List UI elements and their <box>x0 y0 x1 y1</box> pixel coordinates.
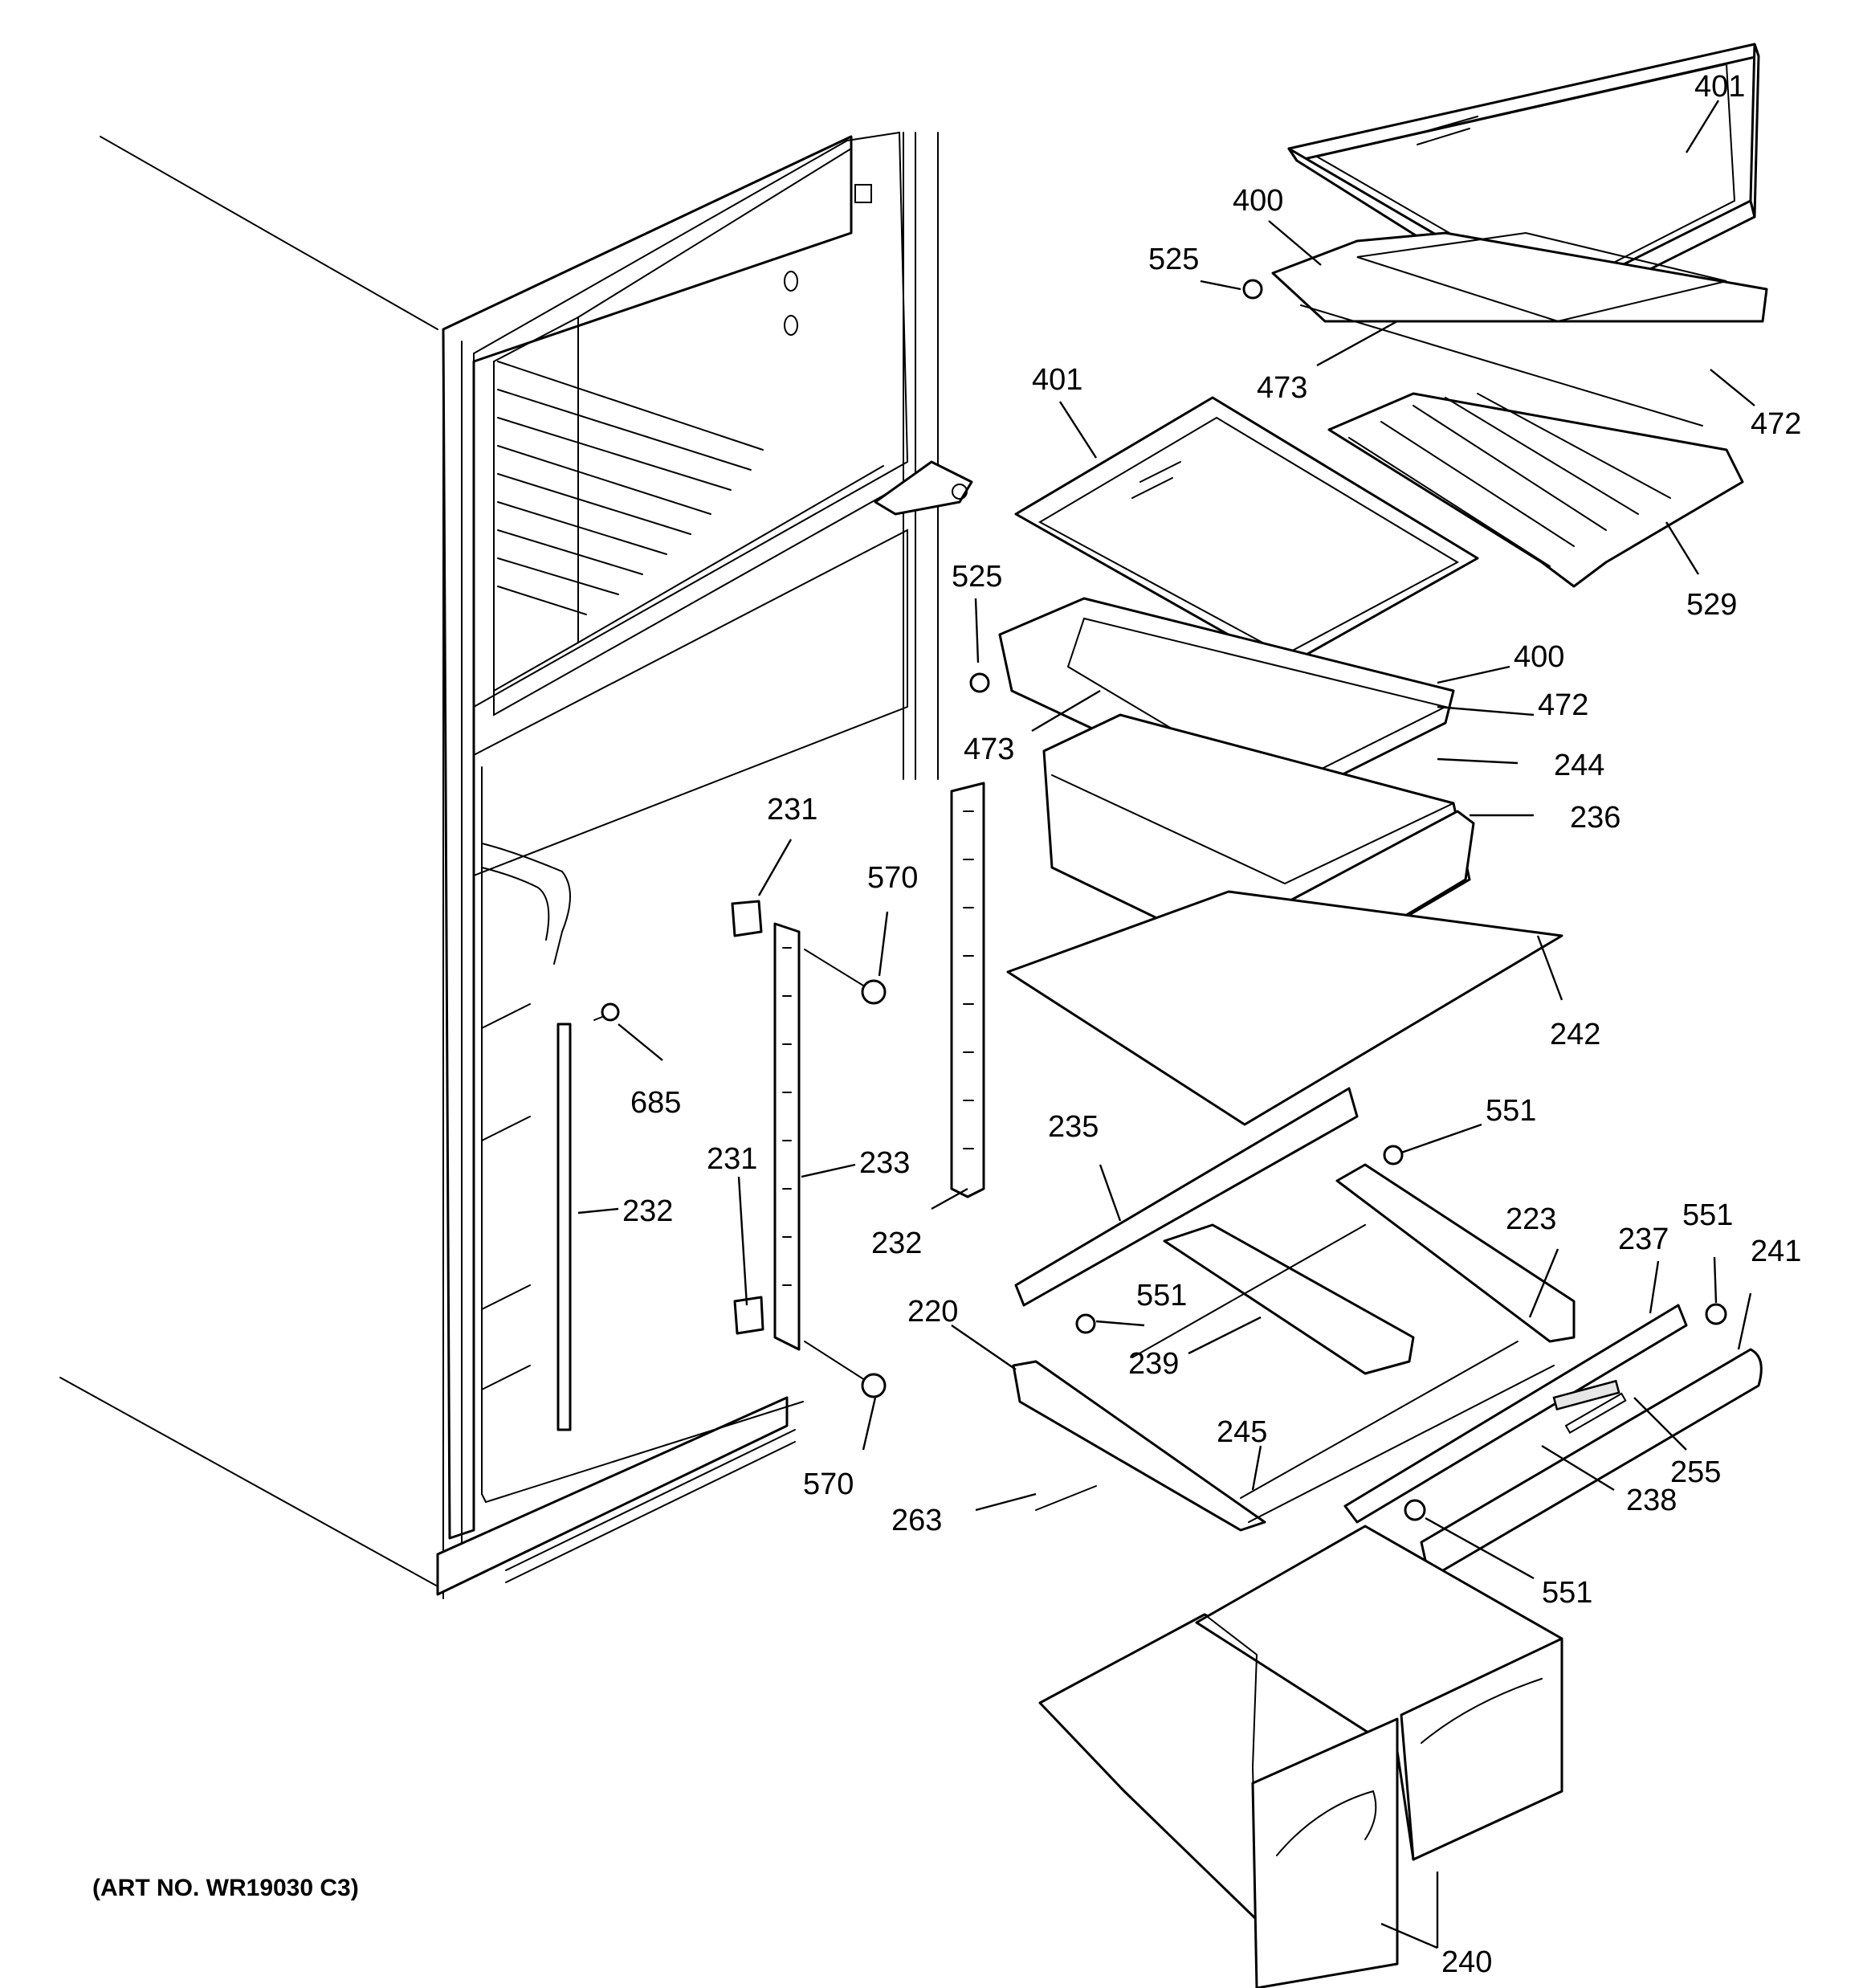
upper-wine-rack-529 <box>1327 392 1744 588</box>
label-236: 236 <box>1570 801 1620 835</box>
label-570-lower: 570 <box>803 1468 854 1501</box>
part-labels: 401 400 525 473 472 529 401 525 400 472 … <box>92 70 1801 1979</box>
label-263: 263 <box>891 1504 942 1537</box>
ladder-232-slots <box>963 810 974 1149</box>
label-223: 223 <box>1506 1202 1556 1236</box>
label-238: 238 <box>1626 1484 1677 1517</box>
label-244: 244 <box>1554 749 1604 782</box>
label-241: 241 <box>1751 1235 1801 1268</box>
art-number: (ART NO. WR19030 C3) <box>92 1875 359 1901</box>
label-551-right: 551 <box>1682 1198 1733 1232</box>
label-525-upper: 525 <box>1148 243 1199 276</box>
label-551-upper: 551 <box>1486 1094 1536 1128</box>
screws <box>593 279 1727 1521</box>
label-685: 685 <box>630 1086 681 1120</box>
middle-glass-shelf-401 <box>1014 396 1479 668</box>
label-473-middle: 473 <box>964 733 1014 766</box>
ladder-233-slots <box>782 947 792 1286</box>
shelf-ladders <box>556 782 985 1431</box>
label-239: 239 <box>1128 1347 1179 1381</box>
label-472-middle: 472 <box>1538 688 1588 722</box>
upper-shelf-frame-400 <box>1271 231 1768 427</box>
label-220: 220 <box>907 1295 958 1329</box>
label-472-upper: 472 <box>1751 407 1801 441</box>
label-233: 233 <box>859 1146 910 1180</box>
label-231-lower: 231 <box>707 1142 757 1176</box>
freezer-floor-ridges <box>497 361 764 615</box>
label-232-left: 232 <box>622 1194 673 1228</box>
label-401-middle: 401 <box>1032 363 1082 397</box>
label-231-upper: 231 <box>767 793 817 827</box>
label-237: 237 <box>1618 1223 1669 1256</box>
drawer-rails <box>1012 1163 1576 1532</box>
drawer-cover-241 <box>1420 1348 1763 1580</box>
leader-lines <box>577 100 1755 1949</box>
label-235: 235 <box>1048 1110 1099 1144</box>
label-570-upper: 570 <box>867 861 918 895</box>
label-551-lower: 551 <box>1542 1576 1592 1610</box>
drawer-cover-front-235 <box>1014 1087 1359 1307</box>
label-473-upper: 473 <box>1257 371 1307 405</box>
drawer-front-trim-237 <box>1343 1304 1688 1524</box>
label-255: 255 <box>1670 1455 1721 1489</box>
refrigerator-cabinet <box>59 131 973 1599</box>
label-245: 245 <box>1217 1415 1267 1449</box>
crisper-drawers-240 <box>1038 1525 1563 1988</box>
label-401-upper: 401 <box>1694 70 1745 104</box>
crisper-cover-glass-242 <box>1006 890 1563 1126</box>
label-242: 242 <box>1550 1018 1600 1051</box>
label-529: 529 <box>1686 588 1737 622</box>
label-400-middle: 400 <box>1514 640 1564 674</box>
label-400-upper: 400 <box>1233 184 1283 218</box>
label-240: 240 <box>1441 1945 1492 1979</box>
label-551-middle: 551 <box>1136 1279 1187 1312</box>
label-232-right: 232 <box>871 1227 922 1260</box>
label-525-middle: 525 <box>952 560 1002 594</box>
